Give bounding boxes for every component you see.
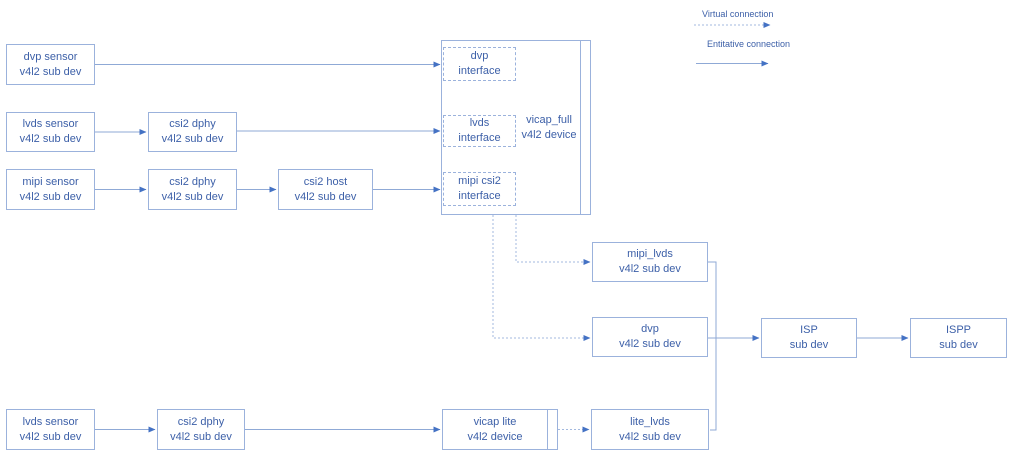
node-label: sub dev	[939, 339, 978, 351]
node-label: v4l2 sub dev	[619, 338, 681, 350]
node-label: lvds sensor	[22, 415, 79, 428]
edge-vicap-full-to-mipi-lvds	[515, 215, 591, 265]
node-lvds-interface: lvds interface	[443, 115, 516, 147]
node-vicap-full	[441, 40, 591, 215]
node-label: v4l2 sub dev	[161, 190, 224, 203]
node-label: v4l2 device	[521, 128, 577, 141]
node-label: v4l2 sub dev	[19, 190, 82, 203]
edge-vicap-full-to-dvp-subdev	[492, 215, 591, 341]
node-label: interface	[458, 132, 501, 144]
node-label: v4l2 sub dev	[19, 430, 82, 443]
node-label: ISPP	[945, 324, 972, 336]
node-label: v4l2 sub dev	[19, 65, 82, 78]
node-csi2-host: csi2 host v4l2 sub dev	[278, 169, 373, 210]
node-label: lite_lvds	[630, 415, 670, 428]
node-label: dvp	[641, 323, 659, 335]
node-label: v4l2 sub dev	[619, 430, 681, 443]
node-lite-lvds: lite_lvds v4l2 sub dev	[591, 409, 709, 450]
node-ispp: ISPP sub dev	[910, 318, 1007, 358]
node-label: mipi sensor	[22, 175, 79, 188]
node-label: v4l2 sub dev	[19, 133, 82, 145]
node-mipi-sensor: mipi sensor v4l2 sub dev	[6, 169, 95, 210]
node-mipi-csi2-interface: mipi csi2 interface	[443, 172, 516, 206]
node-label: dvp	[470, 50, 489, 62]
node-label: csi2 host	[303, 175, 348, 188]
node-label: mipi_lvds	[627, 248, 673, 260]
node-label: lvds	[469, 117, 490, 129]
node-vicap-lite	[442, 409, 558, 450]
node-csi2-dphy-mipi: csi2 dphy v4l2 sub dev	[148, 169, 237, 210]
node-label: interface	[458, 65, 501, 77]
node-label: dvp sensor	[23, 50, 78, 63]
node-dvp-interface: dvp interface	[443, 47, 516, 81]
node-label: sub dev	[789, 339, 829, 351]
node-dvp-subdev: dvp v4l2 sub dev	[592, 317, 708, 357]
node-lvds-sensor-lite: lvds sensor v4l2 sub dev	[6, 409, 95, 450]
legend-virtual-label: Virtual connection	[702, 9, 774, 19]
vicap-full-inner-divider	[580, 41, 581, 214]
node-label: csi2 dphy	[169, 175, 216, 188]
edge-mipi-lvds-lite-lvds-merge	[708, 261, 717, 431]
node-label: v4l2 sub dev	[294, 190, 357, 203]
node-lvds-sensor: lvds sensor v4l2 sub dev	[6, 112, 95, 152]
node-label: v4l2 device	[467, 430, 523, 443]
node-label: vicap lite	[473, 415, 517, 428]
vicap-lite-label: vicap lite v4l2 device	[442, 409, 548, 450]
node-label: ISP	[800, 324, 818, 336]
node-dvp-sensor: dvp sensor v4l2 sub dev	[6, 44, 95, 85]
node-csi2-dphy-lvds: csi2 dphy v4l2 sub dev	[148, 112, 237, 152]
node-isp: ISP sub dev	[761, 318, 857, 358]
legend-entitative-label: Entitative connection	[707, 39, 791, 49]
node-label: v4l2 sub dev	[170, 430, 232, 443]
node-label: interface	[458, 190, 501, 202]
node-label: v4l2 sub dev	[619, 263, 681, 275]
node-label: lvds sensor	[22, 118, 79, 130]
node-csi2-dphy-lite: csi2 dphy v4l2 sub dev	[157, 409, 245, 450]
node-label: v4l2 sub dev	[161, 133, 224, 145]
vicap-lite-inner-divider	[547, 410, 548, 449]
node-label: vicap_full	[526, 113, 572, 126]
node-mipi-lvds: mipi_lvds v4l2 sub dev	[592, 242, 708, 282]
node-label: csi2 dphy	[169, 118, 216, 130]
vicap-full-label: vicap_full v4l2 device	[514, 40, 584, 215]
node-label: csi2 dphy	[177, 415, 225, 428]
node-label: mipi csi2	[458, 175, 501, 187]
